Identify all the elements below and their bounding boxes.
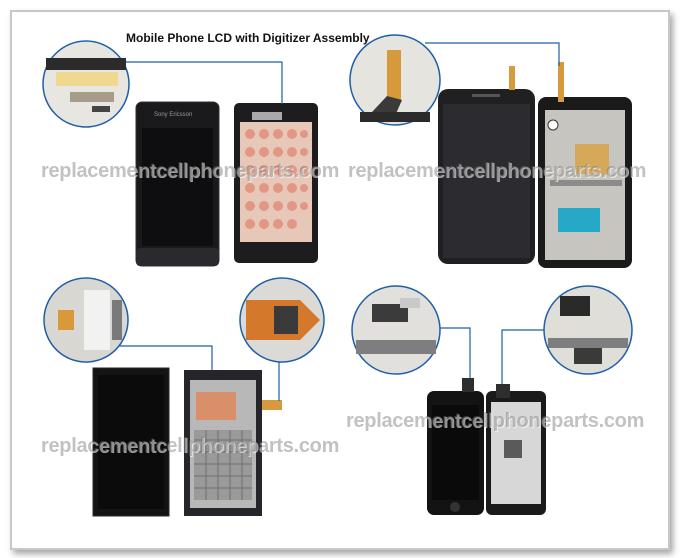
xperia-detail-circle-right: [239, 277, 325, 363]
iphone-detail-circle-left: [351, 285, 441, 375]
sony-detail-circle: [42, 40, 130, 128]
iphone-front: [427, 391, 484, 515]
watermark-text: replacementcellphoneparts.com: [41, 160, 340, 182]
watermark-text: replacementcellphoneparts.com: [346, 410, 645, 432]
phone-brand-label: Sony Ericsson: [154, 112, 193, 118]
android-phone-front: [438, 89, 535, 264]
sony-phone-back: [234, 103, 318, 263]
watermark-text: replacementcellphoneparts.com: [41, 435, 340, 457]
android-detail-circle: [349, 34, 441, 126]
photo-title: Mobile Phone LCD with Digitizer Assembly: [126, 31, 370, 45]
xperia-detail-circle-left: [43, 277, 129, 363]
watermark-text: replacementcellphoneparts.com: [348, 160, 647, 182]
xperia-phone-front: [92, 367, 170, 517]
xperia-phone-back: [184, 370, 282, 516]
sony-phone-front: [135, 101, 220, 267]
iphone-detail-circle-right: [543, 285, 633, 375]
android-phone-back: [509, 62, 632, 268]
iphone-back: [462, 378, 546, 515]
